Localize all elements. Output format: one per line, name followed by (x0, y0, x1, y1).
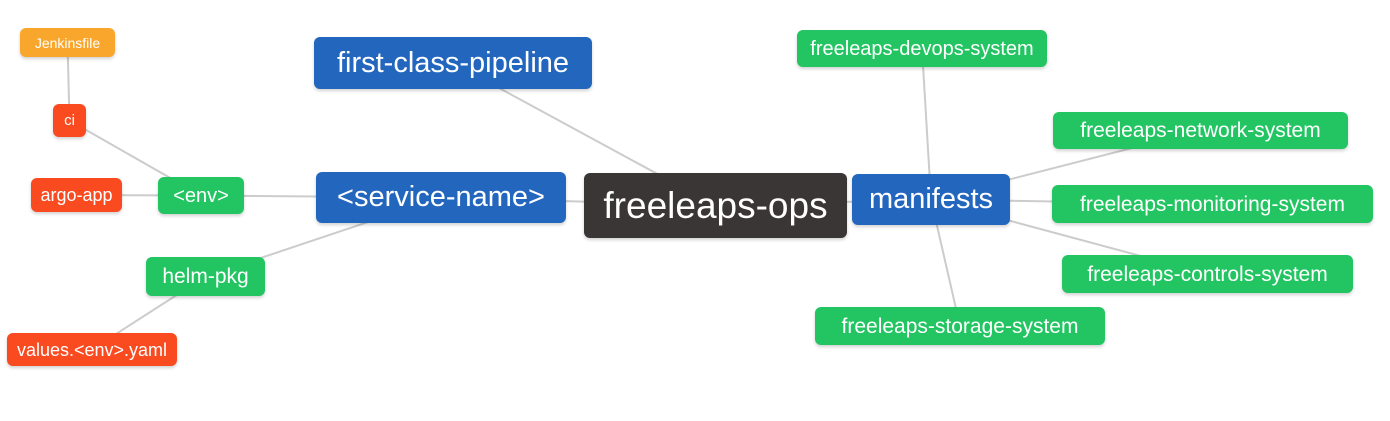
node-manifests[interactable]: manifests (852, 174, 1010, 225)
node-argo-app[interactable]: argo-app (31, 178, 122, 212)
node-env[interactable]: <env> (158, 177, 244, 214)
node-freeleaps-ops[interactable]: freeleaps-ops (584, 173, 847, 238)
node-service-name[interactable]: <service-name> (316, 172, 566, 223)
node-first-class-pipeline[interactable]: first-class-pipeline (314, 37, 592, 89)
node-ci[interactable]: ci (53, 104, 86, 137)
node-freeleaps-storage-system[interactable]: freeleaps-storage-system (815, 307, 1105, 345)
node-values-env-yaml[interactable]: values.<env>.yaml (7, 333, 177, 366)
node-freeleaps-controls-system[interactable]: freeleaps-controls-system (1062, 255, 1353, 293)
node-jenkinsfile[interactable]: Jenkinsfile (20, 28, 115, 57)
node-freeleaps-network-system[interactable]: freeleaps-network-system (1053, 112, 1348, 149)
node-freeleaps-monitoring-system[interactable]: freeleaps-monitoring-system (1052, 185, 1373, 223)
node-freeleaps-devops-system[interactable]: freeleaps-devops-system (797, 30, 1047, 67)
node-helm-pkg[interactable]: helm-pkg (146, 257, 265, 296)
